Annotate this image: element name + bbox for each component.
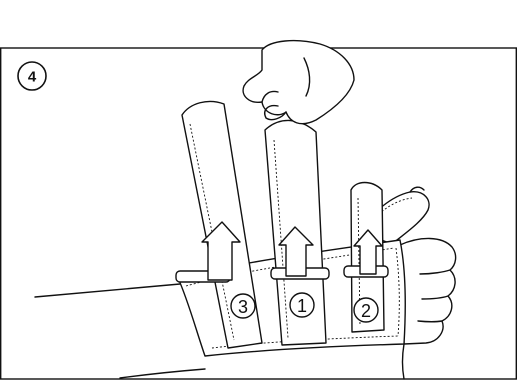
strap-badge-2: 2: [354, 298, 378, 322]
strap-label-1: 1: [297, 296, 307, 316]
pulling-hand: [243, 41, 354, 124]
strap-badge-3: 3: [231, 294, 255, 318]
strap-badge-1: 1: [290, 293, 314, 317]
strap-label-3: 3: [238, 297, 248, 317]
strap-label-2: 2: [361, 301, 371, 321]
hand: [400, 238, 456, 379]
step-number: 4: [28, 69, 37, 86]
step-badge: 4: [18, 62, 46, 90]
forearm: [35, 284, 205, 378]
